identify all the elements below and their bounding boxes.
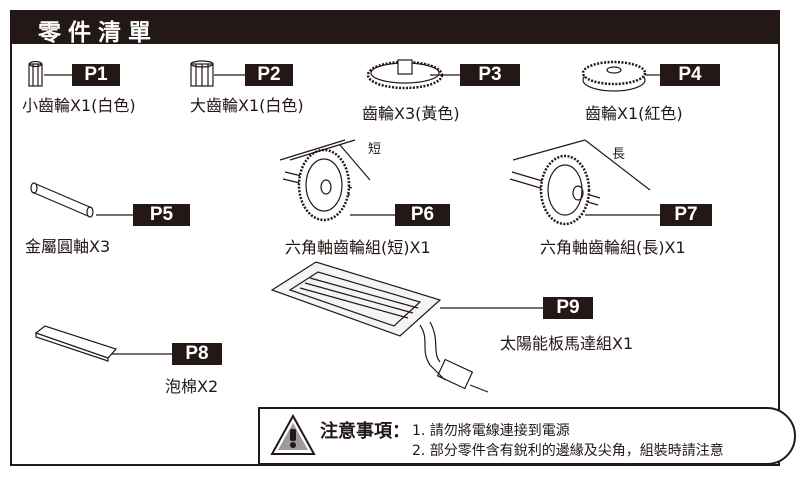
page-title: 零件清單 [38, 20, 158, 46]
notice-box: 注意事項： 1. 請勿將電線連接到電源 2. 部分零件含有銳利的邊緣及尖角，組裝… [258, 407, 796, 465]
part-label-p3: 齒輪X3(黃色) [362, 104, 460, 123]
large-gear-icon [190, 60, 214, 87]
part-tag-p8: P8 [172, 343, 222, 365]
short-axle-gear-icon [279, 139, 371, 222]
part-tag-p5: P5 [133, 204, 190, 226]
part-label-p6: 六角軸齒輪組(短)X1 [285, 238, 431, 257]
yellow-gear-icon [366, 59, 444, 90]
foam-strip-icon [34, 325, 118, 362]
leader-lines [44, 74, 660, 355]
part-label-p2: 大齒輪X1(白色) [190, 96, 304, 115]
part-tag-p2: P2 [245, 64, 293, 86]
red-gear-icon [581, 60, 647, 92]
warning-icon [270, 414, 316, 455]
part-tag-p9: P9 [543, 297, 593, 319]
solar-panel-motor-icon [270, 261, 489, 393]
part-label-p4: 齒輪X1(紅色) [585, 104, 683, 123]
notice-item-2: 2. 部分零件含有銳利的邊緣及尖角，組裝時請注意 [412, 443, 724, 459]
part-tag-p4: P4 [660, 64, 720, 86]
part-label-p8: 泡棉X2 [165, 377, 219, 396]
notice-heading: 注意事項： [320, 421, 410, 442]
part-tag-p3: P3 [460, 64, 520, 86]
long-axle-gear-icon [509, 139, 651, 226]
dimension-long: 長 [612, 147, 626, 162]
part-label-p1: 小齒輪X1(白色) [22, 96, 136, 115]
small-gear-icon [28, 60, 43, 87]
header-bar [10, 10, 780, 44]
part-tag-p6: P6 [395, 204, 450, 226]
part-label-p5: 金屬圓軸X3 [25, 237, 111, 256]
part-label-p7: 六角軸齒輪組(長)X1 [540, 238, 686, 257]
part-label-p9: 太陽能板馬達組X1 [500, 334, 634, 353]
metal-rod-icon [30, 182, 94, 218]
dimension-short: 短 [368, 142, 382, 157]
part-tag-p1: P1 [72, 64, 120, 86]
notice-item-1: 1. 請勿將電線連接到電源 [412, 423, 570, 439]
part-tag-p7: P7 [660, 204, 712, 226]
